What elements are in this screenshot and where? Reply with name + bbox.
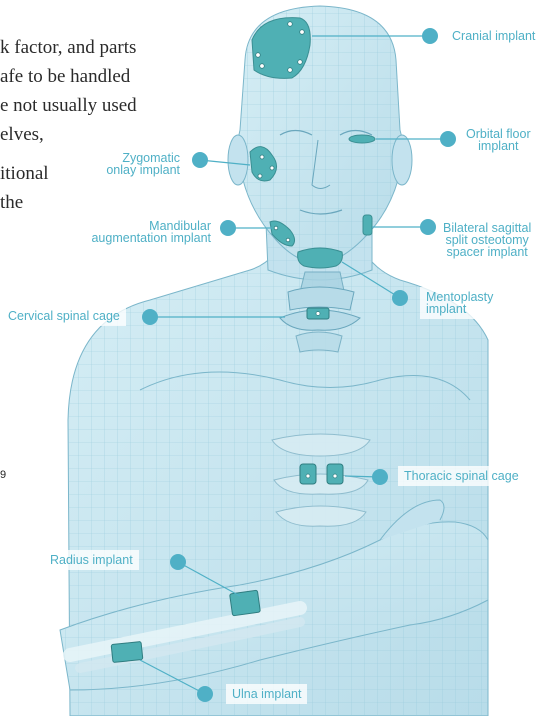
ulna-label-text: Ulna implant: [232, 687, 301, 701]
cranial-implant-label: Cranial implant: [452, 30, 535, 42]
cervical-spinal-cage-label: Cervical spinal cage: [2, 306, 126, 326]
zygomatic-label-line-2: onlay implant: [92, 164, 180, 176]
cranial-implant-shape: [252, 18, 310, 79]
ulna-implant-label: Ulna implant: [226, 684, 307, 704]
orbital-implant-shape: [349, 135, 375, 143]
radius-implant-label: Radius implant: [44, 550, 139, 570]
radius-label-text: Radius implant: [50, 553, 133, 567]
thoracic-spine: [272, 434, 370, 526]
mandibular-label-line-2: augmentation implant: [70, 232, 211, 244]
thoracic-spinal-cage-label: Thoracic spinal cage: [398, 466, 525, 486]
bilateral-sagittal-split-label: Bilateral sagittal split osteotomy space…: [443, 222, 531, 258]
mentoplasty-implant-shape: [298, 248, 343, 268]
bsso-label-line-3: spacer implant: [443, 246, 531, 258]
bsso-implant-shape: [363, 215, 372, 235]
cranial-implant-text: Cranial implant: [452, 29, 535, 43]
orbital-floor-implant-label: Orbital floor implant: [466, 128, 531, 152]
cervical-label-text: Cervical spinal cage: [8, 309, 120, 323]
orbital-label-line-2: implant: [466, 140, 531, 152]
radius-implant-shape: [230, 590, 261, 616]
mentoplasty-implant-label: Mentoplasty implant: [420, 287, 499, 319]
thoracic-label-text: Thoracic spinal cage: [404, 469, 519, 483]
zygomatic-onlay-implant-label: Zygomatic onlay implant: [92, 152, 180, 176]
mandibular-augmentation-implant-label: Mandibular augmentation implant: [70, 220, 211, 244]
ulna-implant-shape: [111, 641, 143, 662]
mentoplasty-label-line-2: implant: [426, 303, 493, 315]
